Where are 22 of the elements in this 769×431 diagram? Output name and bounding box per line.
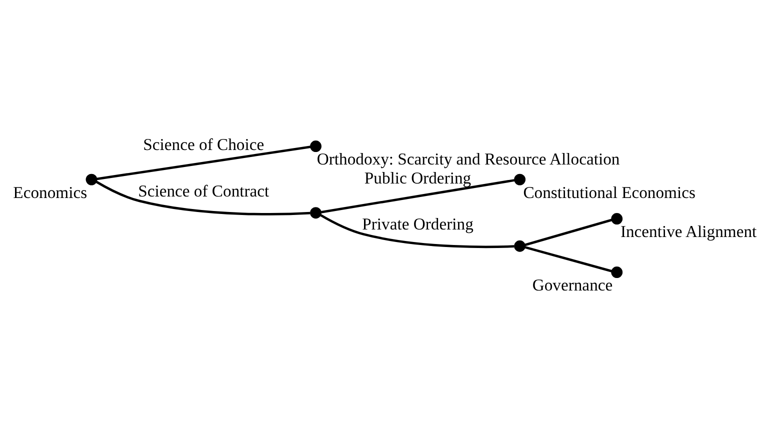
connector: [524, 246, 612, 272]
connector: [320, 214, 514, 248]
node-label: Economics: [13, 182, 88, 202]
node-label: Orthodoxy: Scarcity and Resource Allocation: [316, 149, 620, 168]
edge-label: Science of Contract: [138, 180, 270, 200]
node-label: Governance: [532, 275, 613, 294]
connector: [524, 218, 612, 246]
node-circle: [310, 140, 322, 152]
edge-label: Science of Choice: [143, 134, 264, 154]
node-circle: [86, 173, 98, 185]
node-circle: [611, 266, 623, 278]
node-circle: [310, 206, 322, 218]
edge-label: Public Ordering: [364, 168, 472, 187]
connector: [96, 145, 311, 180]
edge-label: Private Ordering: [362, 214, 474, 234]
node-circle: [611, 212, 623, 224]
node-label: Constitutional Economics: [523, 182, 696, 202]
node-circle: [514, 173, 526, 185]
connector: [320, 178, 515, 213]
node-circle: [514, 240, 526, 252]
node-label: Incentive Alignment: [620, 222, 757, 241]
connector: [96, 180, 310, 215]
